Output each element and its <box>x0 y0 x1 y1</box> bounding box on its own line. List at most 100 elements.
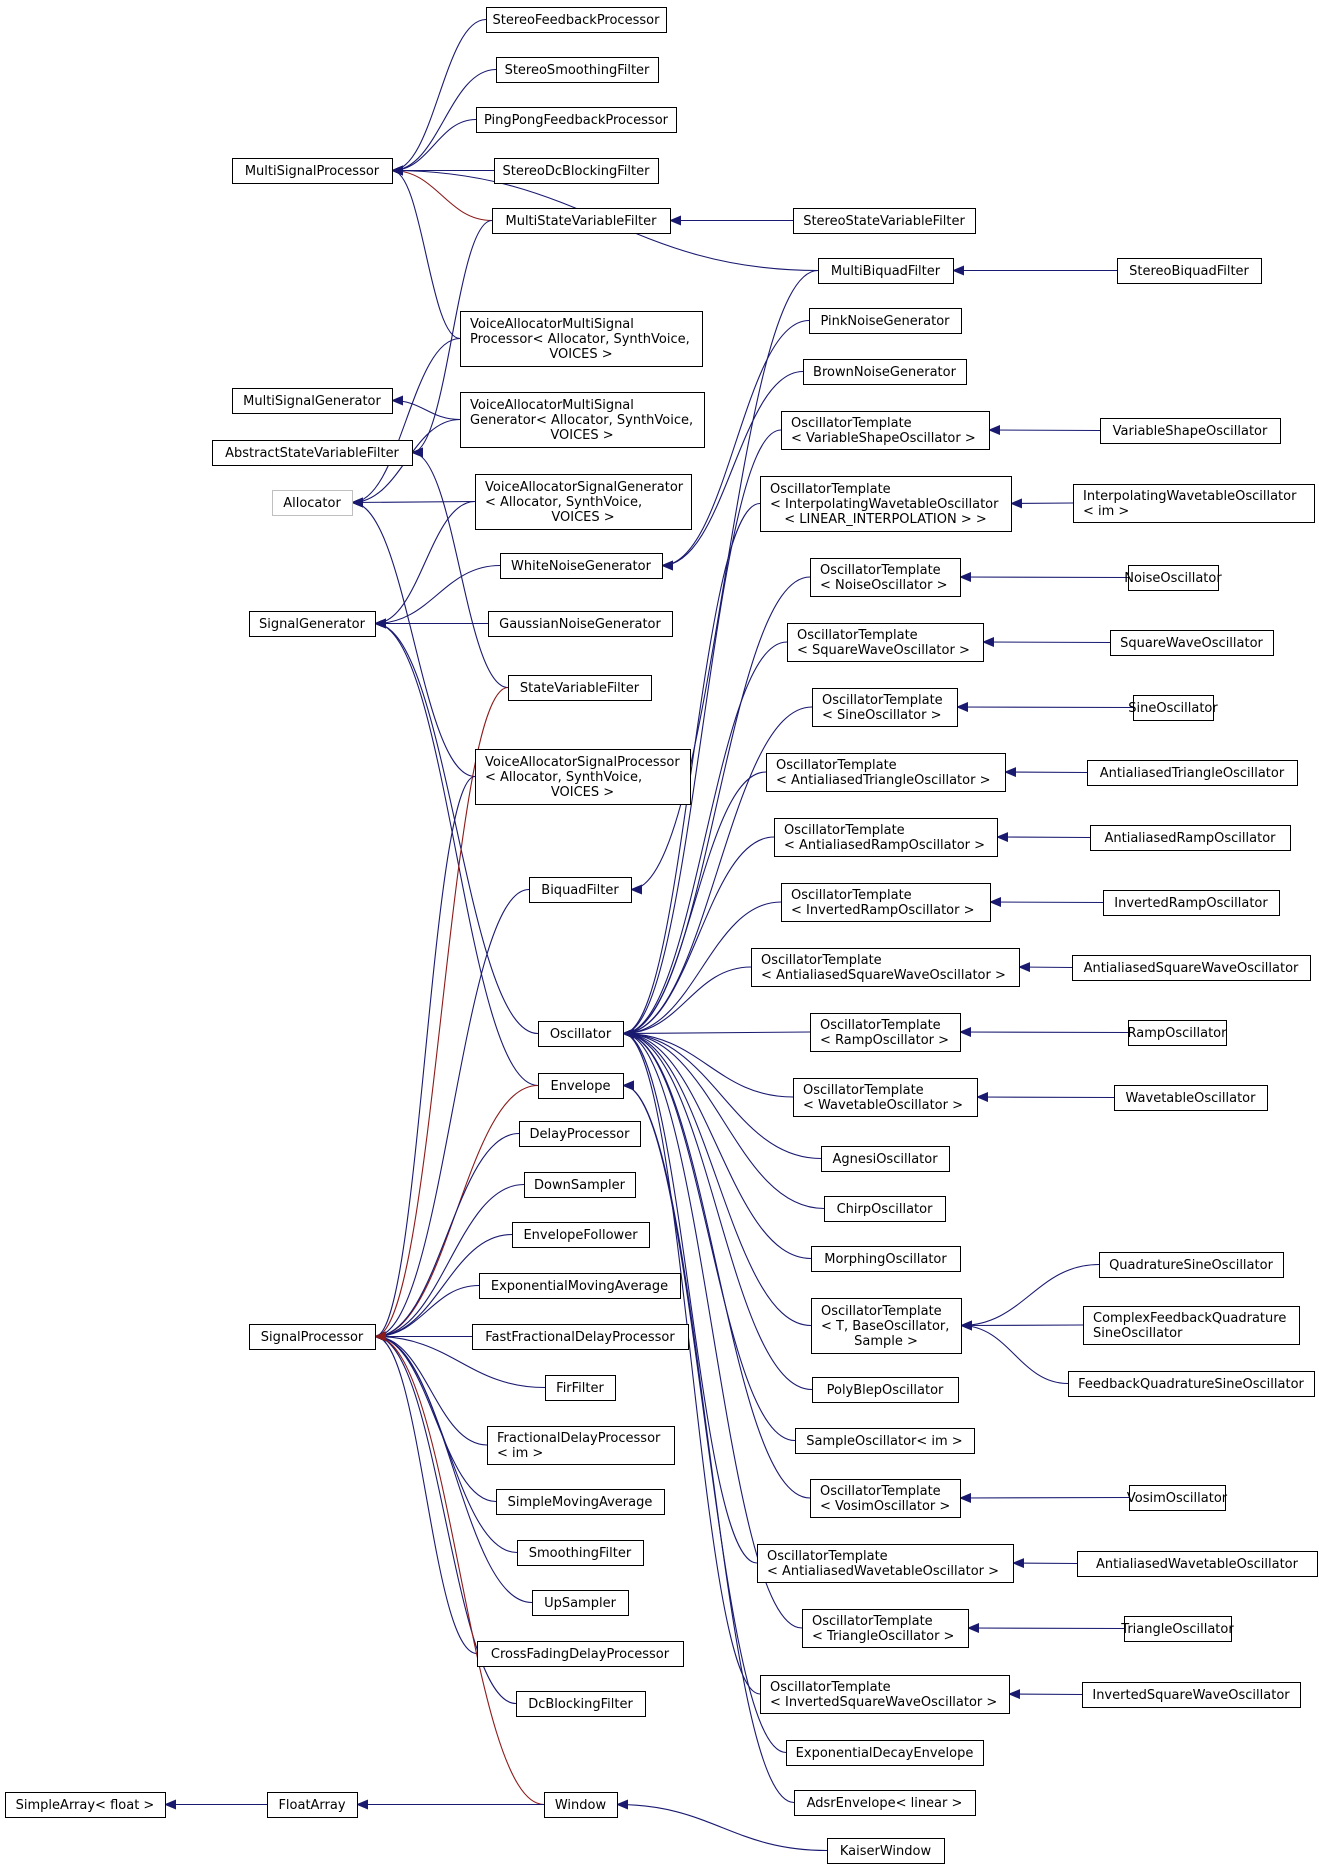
class-node-vasp[interactable]: VoiceAllocatorSignalProcessor< Allocator… <box>475 749 691 805</box>
class-node-antialiased-ramp-oscillator[interactable]: AntialiasedRampOscillator <box>1090 825 1291 851</box>
class-box <box>500 553 663 579</box>
class-name-line: < LINEAR_INTERPOLATION > > <box>784 512 987 527</box>
class-box <box>811 1246 961 1272</box>
class-node-fast-fractional-delay-processor[interactable]: FastFractionalDelayProcessor <box>472 1324 689 1350</box>
class-node-otnoise[interactable]: OscillatorTemplate< NoiseOscillator > <box>810 558 961 597</box>
class-node-float-array[interactable]: FloatArray <box>267 1792 358 1818</box>
class-node-stereo-smoothing-filter[interactable]: StereoSmoothingFilter <box>496 57 659 83</box>
class-node-otramp[interactable]: OscillatorTemplate< RampOscillator > <box>810 1013 961 1052</box>
class-node-otsquare-wave[interactable]: OscillatorTemplate< SquareWaveOscillator… <box>787 623 984 662</box>
class-node-down-sampler[interactable]: DownSampler <box>524 1172 636 1198</box>
class-node-otgeneric[interactable]: OscillatorTemplate< T, BaseOscillator,Sa… <box>811 1298 962 1354</box>
class-node-sample-oscillator[interactable]: SampleOscillator< im > <box>795 1428 975 1454</box>
class-node-signal-processor[interactable]: SignalProcessor <box>249 1324 376 1350</box>
class-node-pink-noise-generator[interactable]: PinkNoiseGenerator <box>809 308 962 334</box>
class-node-noise-oscillator[interactable]: NoiseOscillator <box>1124 565 1222 591</box>
class-node-vosim-oscillator[interactable]: VosimOscillator <box>1127 1485 1228 1511</box>
class-node-simple-array-float[interactable]: SimpleArray< float > <box>5 1792 166 1818</box>
class-node-allocator[interactable]: Allocator <box>272 490 353 516</box>
edge-variable-shape-oscillator-to-otvariable-shape <box>988 425 1101 436</box>
class-node-otaatriangle[interactable]: OscillatorTemplate< AntialiasedTriangleO… <box>766 753 1006 792</box>
class-node-sine-oscillator[interactable]: SineOscillator <box>1128 695 1218 721</box>
class-node-triangle-oscillator[interactable]: TriangleOscillator <box>1120 1616 1234 1642</box>
edge-multi-state-variable-filter-to-multi-signal-processor <box>391 165 493 222</box>
class-node-vasg[interactable]: VoiceAllocatorSignalGenerator< Allocator… <box>475 474 692 530</box>
class-node-signal-generator[interactable]: SignalGenerator <box>249 611 376 637</box>
class-node-antialiased-wavetable-oscillator[interactable]: AntialiasedWavetableOscillator <box>1077 1551 1318 1577</box>
class-name-line: OscillatorTemplate <box>770 1680 891 1695</box>
class-name-line: AgnesiOscillator <box>832 1152 938 1167</box>
class-node-ping-pong-feedback-processor[interactable]: PingPongFeedbackProcessor <box>476 107 677 133</box>
class-node-multi-signal-generator[interactable]: MultiSignalGenerator <box>232 388 393 414</box>
class-node-inverted-square-wave-oscillator[interactable]: InvertedSquareWaveOscillator <box>1082 1682 1301 1708</box>
edge-vasg-to-signal-generator <box>374 500 476 629</box>
class-node-envelope[interactable]: Envelope <box>538 1073 624 1099</box>
class-node-kaiser-window[interactable]: KaiserWindow <box>827 1838 945 1864</box>
class-node-fir-filter[interactable]: FirFilter <box>545 1375 616 1401</box>
class-node-antialiased-triangle-oscillator[interactable]: AntialiasedTriangleOscillator <box>1087 760 1298 786</box>
class-node-poly-blep-oscillator[interactable]: PolyBlepOscillator <box>812 1377 959 1403</box>
class-node-antialiased-square-wave-oscillator[interactable]: AntialiasedSquareWaveOscillator <box>1072 955 1311 981</box>
class-node-agnesi-oscillator[interactable]: AgnesiOscillator <box>821 1146 950 1172</box>
edge-adsr-envelope-to-envelope <box>622 1080 795 1804</box>
class-node-multi-state-variable-filter[interactable]: MultiStateVariableFilter <box>492 208 671 234</box>
class-node-exponential-decay-envelope[interactable]: ExponentialDecayEnvelope <box>786 1740 984 1766</box>
class-node-dc-blocking-filter[interactable]: DcBlockingFilter <box>516 1691 646 1717</box>
class-node-fractional-delay-processor[interactable]: FractionalDelayProcessor< im > <box>487 1426 675 1465</box>
class-node-multi-signal-processor[interactable]: MultiSignalProcessor <box>232 158 393 184</box>
class-node-cross-fading-delay-processor[interactable]: CrossFadingDelayProcessor <box>477 1641 684 1667</box>
class-node-exponential-moving-average[interactable]: ExponentialMovingAverage <box>479 1273 681 1299</box>
class-node-otaaramp[interactable]: OscillatorTemplate< AntialiasedRampOscil… <box>774 818 998 857</box>
class-node-otsine[interactable]: OscillatorTemplate< SineOscillator > <box>812 688 958 727</box>
class-node-oscillator[interactable]: Oscillator <box>538 1021 624 1047</box>
class-node-envelope-follower[interactable]: EnvelopeFollower <box>512 1222 650 1248</box>
class-node-otinv-square[interactable]: OscillatorTemplate< InvertedSquareWaveOs… <box>760 1675 1010 1714</box>
class-node-otvariable-shape[interactable]: OscillatorTemplate< VariableShapeOscilla… <box>781 411 990 450</box>
class-name-line: SimpleArray< float > <box>16 1798 155 1813</box>
class-box <box>496 1489 665 1515</box>
class-node-otaawavetable[interactable]: OscillatorTemplate< AntialiasedWavetable… <box>757 1544 1014 1583</box>
edge-biquad-filter-to-signal-processor <box>374 888 530 1342</box>
class-node-chirp-oscillator[interactable]: ChirpOscillator <box>824 1196 946 1222</box>
class-node-smoothing-filter[interactable]: SmoothingFilter <box>517 1540 644 1566</box>
edge-triangle-oscillator-to-ottriangle <box>967 1623 1125 1634</box>
class-node-variable-shape-oscillator[interactable]: VariableShapeOscillator <box>1100 418 1281 444</box>
class-node-simple-moving-average[interactable]: SimpleMovingAverage <box>496 1489 665 1515</box>
class-box <box>809 308 962 334</box>
class-node-biquad-filter[interactable]: BiquadFilter <box>529 877 632 903</box>
class-node-stereo-biquad-filter[interactable]: StereoBiquadFilter <box>1117 258 1262 284</box>
class-node-white-noise-generator[interactable]: WhiteNoiseGenerator <box>500 553 663 579</box>
class-node-otwavetable[interactable]: OscillatorTemplate< WavetableOscillator … <box>793 1078 978 1117</box>
class-node-otaasquare[interactable]: OscillatorTemplate< AntialiasedSquareWav… <box>751 948 1020 987</box>
class-node-abstract-state-variable-filter[interactable]: AbstractStateVariableFilter <box>212 440 413 466</box>
class-node-feedback-quadrature-sine-oscillator[interactable]: FeedbackQuadratureSineOscillator <box>1068 1371 1315 1397</box>
class-node-stereo-dc-blocking-filter[interactable]: StereoDcBlockingFilter <box>494 158 659 184</box>
class-node-brown-noise-generator[interactable]: BrownNoiseGenerator <box>803 359 967 385</box>
class-node-otvosim[interactable]: OscillatorTemplate< VosimOscillator > <box>810 1479 961 1518</box>
class-node-state-variable-filter[interactable]: StateVariableFilter <box>508 675 652 701</box>
class-node-interp-wavetable-osc[interactable]: InterpolatingWavetableOscillator< im > <box>1073 484 1315 523</box>
class-node-morphing-oscillator[interactable]: MorphingOscillator <box>811 1246 961 1272</box>
class-node-stereo-state-variable-filter[interactable]: StereoStateVariableFilter <box>793 208 976 234</box>
class-node-quadrature-sine-oscillator[interactable]: QuadratureSineOscillator <box>1099 1252 1284 1278</box>
class-node-wavetable-oscillator[interactable]: WavetableOscillator <box>1114 1085 1268 1111</box>
class-node-inverted-ramp-oscillator[interactable]: InvertedRampOscillator <box>1103 890 1280 916</box>
class-node-up-sampler[interactable]: UpSampler <box>532 1590 629 1616</box>
class-node-window[interactable]: Window <box>544 1792 618 1818</box>
class-name-line: FractionalDelayProcessor <box>497 1431 661 1446</box>
class-node-otinv-ramp[interactable]: OscillatorTemplate< InvertedRampOscillat… <box>781 883 991 922</box>
class-name-line: Allocator <box>283 496 341 511</box>
class-node-stereo-feedback-processor[interactable]: StereoFeedbackProcessor <box>486 7 667 33</box>
class-node-gaussian-noise-generator[interactable]: GaussianNoiseGenerator <box>488 611 673 637</box>
class-node-square-wave-oscillator[interactable]: SquareWaveOscillator <box>1110 630 1274 656</box>
class-node-ottriangle[interactable]: OscillatorTemplate< TriangleOscillator > <box>802 1609 969 1648</box>
class-box <box>810 1479 961 1518</box>
class-node-ramp-oscillator[interactable]: RampOscillator <box>1128 1020 1228 1046</box>
class-node-multi-biquad-filter[interactable]: MultiBiquadFilter <box>818 258 954 284</box>
class-node-adsr-envelope[interactable]: AdsrEnvelope< linear > <box>794 1790 976 1816</box>
class-node-otinterp-wavetable[interactable]: OscillatorTemplate< InterpolatingWavetab… <box>760 476 1012 532</box>
class-node-delay-processor[interactable]: DelayProcessor <box>519 1121 641 1147</box>
